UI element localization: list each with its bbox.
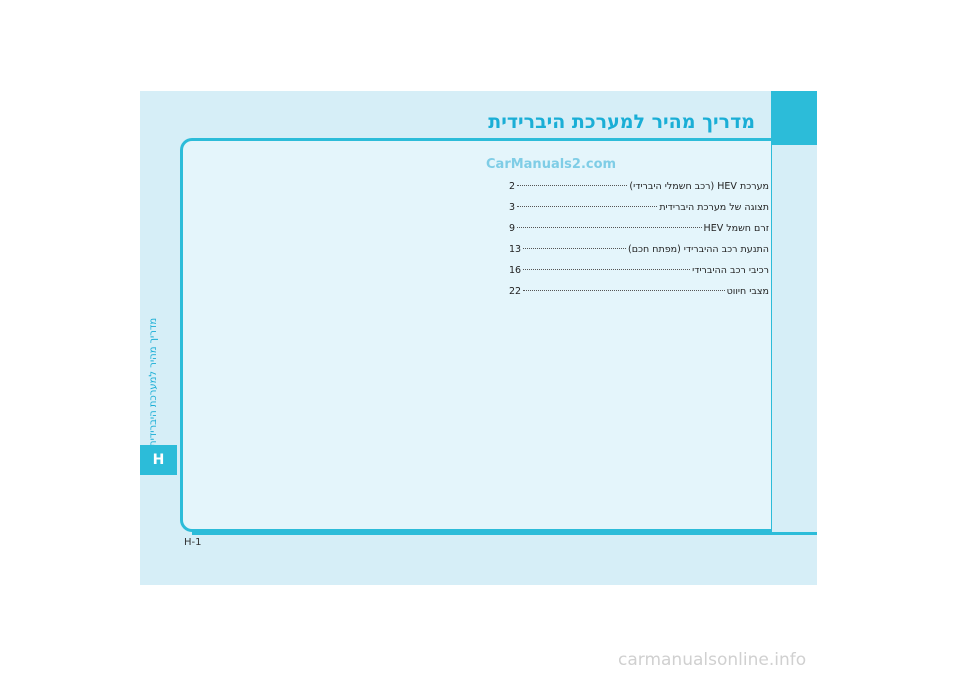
toc-leader-dots xyxy=(523,290,725,291)
toc-entry-page: 3 xyxy=(509,202,516,213)
toc-entry-title: רכיבי רכב ההיברידי xyxy=(692,265,769,276)
toc-leader-dots xyxy=(523,248,626,249)
footer-watermark: carmanualsonline.info xyxy=(618,650,807,670)
toc-entry-title: מערכת HEV (רכב חשמלי היברידי) xyxy=(629,181,769,192)
toc-entry-title: תצוגה של מערכת היברידית xyxy=(659,202,769,213)
toc-entry[interactable]: מערכת HEV (רכב חשמלי היברידי) 2 xyxy=(509,181,769,202)
toc-entry[interactable]: התנעת רכב ההיברידי (מפתח חכם) 13 xyxy=(509,244,769,265)
content-panel xyxy=(180,138,771,532)
divider-vertical xyxy=(771,145,772,532)
toc-entry[interactable]: זרם חשמל HEV 9 xyxy=(509,223,769,244)
toc-entry-title: זרם חשמל HEV xyxy=(703,223,769,234)
manual-page: מדריך מהיר למערכת היברידית מדריך מהיר למ… xyxy=(140,91,817,585)
divider-horizontal xyxy=(192,532,817,535)
toc-entry[interactable]: רכיבי רכב ההיברידי 16 xyxy=(509,265,769,286)
toc-leader-dots xyxy=(523,269,691,270)
toc-entry-title: התנעת רכב ההיברידי (מפתח חכם) xyxy=(627,244,769,255)
watermark-text: CarManuals2.com xyxy=(486,157,617,172)
toc-leader-dots xyxy=(517,227,702,228)
corner-accent xyxy=(771,91,817,145)
toc-entry[interactable]: תצוגה של מערכת היברידית 3 xyxy=(509,202,769,223)
toc-leader-dots xyxy=(517,185,628,186)
side-chapter-label: מדריך מהיר למערכת היברידית xyxy=(148,317,159,447)
toc-entry-page: 2 xyxy=(509,181,516,192)
page-number: H-1 xyxy=(184,537,202,548)
toc-entry-page: 22 xyxy=(509,286,522,297)
toc-entry[interactable]: מצבי חיווט 22 xyxy=(509,286,769,307)
toc-leader-dots xyxy=(517,206,658,207)
toc-entry-title: מצבי חיווט xyxy=(726,286,769,297)
section-tab[interactable]: H xyxy=(140,445,177,475)
toc-entry-page: 9 xyxy=(509,223,516,234)
page-title: מדריך מהיר למערכת היברידית xyxy=(488,111,755,133)
toc-entry-page: 13 xyxy=(509,244,522,255)
table-of-contents: מערכת HEV (רכב חשמלי היברידי) 2 תצוגה של… xyxy=(509,181,769,307)
toc-entry-page: 16 xyxy=(509,265,522,276)
